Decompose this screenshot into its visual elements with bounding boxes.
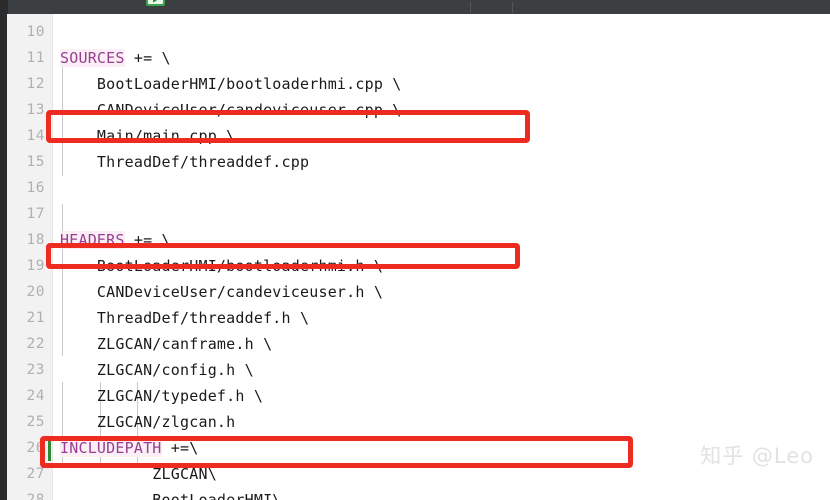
line-text-rest: BootLoaderHMI/bootloaderhmi.h \ xyxy=(60,257,384,275)
code-line[interactable]: 16 xyxy=(0,175,830,201)
line-text: ThreadDef/threaddef.cpp xyxy=(60,149,309,175)
code-line[interactable]: 23 ZLGCAN/config.h \ xyxy=(0,357,830,383)
line-text: ZLGCAN/typedef.h \ xyxy=(60,383,263,409)
line-number: 23 xyxy=(26,362,45,378)
line-text-rest: ThreadDef/threaddef.cpp xyxy=(60,153,310,171)
text-cursor xyxy=(48,441,51,461)
code-line[interactable]: 25 ZLGCAN/zlgcan.h xyxy=(0,409,830,435)
line-text-rest: ZLGCAN/zlgcan.h xyxy=(60,413,236,431)
code-line[interactable]: 20 CANDeviceUser/candeviceuser.h \ xyxy=(0,279,830,305)
line-number: 28 xyxy=(26,492,45,500)
indent-guide xyxy=(137,382,138,468)
line-text-rest: ZLGCAN/canframe.h \ xyxy=(60,335,273,353)
line-number: 14 xyxy=(26,128,45,144)
line-text: ZLGCAN\ xyxy=(60,461,217,487)
line-number: 21 xyxy=(26,310,45,326)
code-line[interactable]: 21 ThreadDef/threaddef.h \ xyxy=(0,305,830,331)
line-text: BootLoaderHMI/bootloaderhmi.h \ xyxy=(60,253,383,279)
line-number: 24 xyxy=(26,388,45,404)
line-number: 10 xyxy=(26,24,45,40)
code-line[interactable]: 14 Main/main.cpp \ xyxy=(0,123,830,149)
code-line[interactable]: 24 ZLGCAN/typedef.h \ xyxy=(0,383,830,409)
code-line[interactable]: 13 CANDeviceUser/candeviceuser.cpp \ xyxy=(0,97,830,123)
line-text-rest: Main/main.cpp \ xyxy=(60,127,236,145)
toolbar-separator-2 xyxy=(512,2,513,13)
code-line[interactable]: 15 ThreadDef/threaddef.cpp xyxy=(0,149,830,175)
line-number: 22 xyxy=(26,336,45,352)
line-text-rest: ZLGCAN\ xyxy=(60,465,217,483)
line-number: 16 xyxy=(26,180,45,196)
code-line[interactable]: 17 xyxy=(0,201,830,227)
line-text: ZLGCAN/config.h \ xyxy=(60,357,254,383)
indent-guide xyxy=(62,56,63,176)
line-number: 19 xyxy=(26,258,45,274)
line-number: 26 xyxy=(26,440,45,456)
line-number: 27 xyxy=(26,466,45,482)
watermark: 知乎 @Leo xyxy=(700,444,814,468)
line-number: 17 xyxy=(26,206,45,222)
code-line[interactable]: 22 ZLGCAN/canframe.h \ xyxy=(0,331,830,357)
editor-toolbar xyxy=(0,0,830,14)
code-line[interactable]: 27 ZLGCAN\ xyxy=(0,461,830,487)
line-text-rest: ZLGCAN/typedef.h \ xyxy=(60,387,264,405)
indent-guide xyxy=(62,204,63,356)
line-text: CANDeviceUser/candeviceuser.h \ xyxy=(60,279,383,305)
line-text-rest: BootLoaderHMI/bootloaderhmi.cpp \ xyxy=(60,75,402,93)
toolbar-left-edge xyxy=(0,0,8,14)
line-text: SOURCES += \ xyxy=(60,45,171,71)
code-line[interactable]: 12 BootLoaderHMI/bootloaderhmi.cpp \ xyxy=(0,71,830,97)
line-text: INCLUDEPATH +=\ xyxy=(60,435,198,461)
line-text: ThreadDef/threaddef.h \ xyxy=(60,305,309,331)
indent-guide xyxy=(62,382,63,468)
line-text-rest: +=\ xyxy=(161,439,199,457)
indent-guide xyxy=(100,382,101,468)
line-text-rest: += \ xyxy=(124,49,171,67)
line-text: HEADERS += \ xyxy=(60,227,171,253)
toolbar-separator-1 xyxy=(470,2,471,13)
line-text-rest: += \ xyxy=(124,231,171,249)
line-text: BootLoaderHMI/bootloaderhmi.cpp \ xyxy=(60,71,402,97)
code-line[interactable]: 19 BootLoaderHMI/bootloaderhmi.h \ xyxy=(0,253,830,279)
line-text-rest: CANDeviceUser/candeviceuser.cpp \ xyxy=(60,101,402,119)
line-text-rest: ThreadDef/threaddef.h \ xyxy=(60,309,310,327)
keyword-token: INCLUDEPATH xyxy=(60,439,162,457)
gutter-border xyxy=(52,14,53,500)
keyword-token: HEADERS xyxy=(60,231,125,249)
line-number: 25 xyxy=(26,414,45,430)
line-text: CANDeviceUser/candeviceuser.cpp \ xyxy=(60,97,402,123)
line-number: 11 xyxy=(26,50,45,66)
code-line[interactable]: 11 SOURCES += \ xyxy=(0,45,830,71)
line-number-gutter[interactable] xyxy=(7,14,52,500)
line-number: 15 xyxy=(26,154,45,170)
line-number: 20 xyxy=(26,284,45,300)
code-line[interactable]: 10 xyxy=(0,19,830,45)
code-text-area[interactable] xyxy=(53,14,830,500)
line-number: 18 xyxy=(26,232,45,248)
line-text-rest: CANDeviceUser/candeviceuser.h \ xyxy=(60,283,384,301)
editor-left-rail xyxy=(0,14,7,500)
line-number: 13 xyxy=(26,102,45,118)
line-text-rest: BootLoaderHMI\ xyxy=(60,491,282,500)
run-play-icon[interactable] xyxy=(143,0,169,9)
line-number: 12 xyxy=(26,76,45,92)
keyword-token: SOURCES xyxy=(60,49,125,67)
line-text: ZLGCAN/canframe.h \ xyxy=(60,331,272,357)
code-line[interactable]: 28 BootLoaderHMI\ xyxy=(0,487,830,500)
line-text: ZLGCAN/zlgcan.h xyxy=(60,409,235,435)
line-text: Main/main.cpp \ xyxy=(60,123,235,149)
line-text: BootLoaderHMI\ xyxy=(60,487,282,500)
code-line[interactable]: 18 HEADERS += \ xyxy=(0,227,830,253)
line-text-rest: ZLGCAN/config.h \ xyxy=(60,361,254,379)
